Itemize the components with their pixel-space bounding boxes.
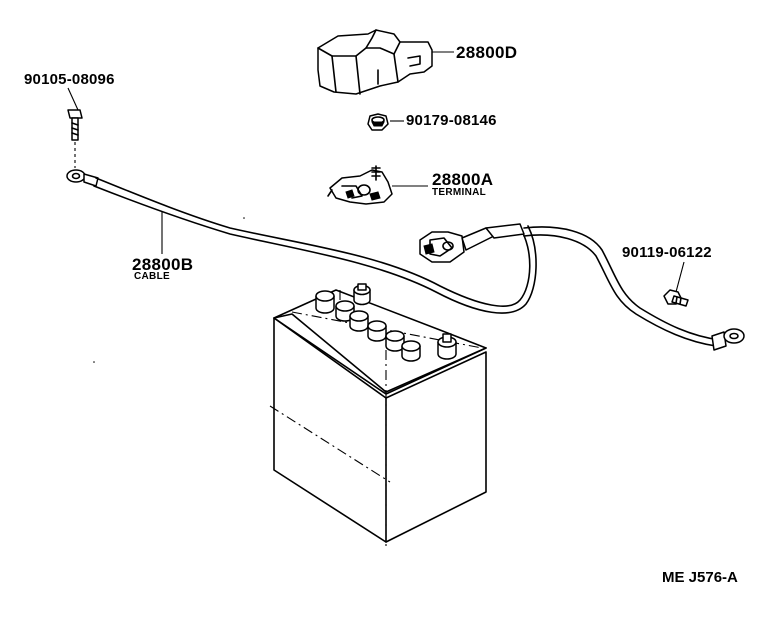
battery-part — [269, 283, 487, 548]
battery-post-negative — [315, 290, 335, 314]
battery-cap-1 — [353, 283, 371, 306]
label-28800b: 28800B — [132, 255, 194, 274]
label-90179-08146: 90179-08146 — [406, 112, 497, 129]
battery-cap-6 — [401, 340, 421, 362]
battery-post-positive — [437, 333, 457, 360]
label-terminal: TERMINAL — [432, 187, 487, 198]
label-cable: CABLE — [134, 271, 170, 282]
label-90119-06122: 90119-06122 — [622, 244, 712, 261]
label-90105-08096: 90105-08096 — [24, 71, 115, 88]
terminal-cover-part — [317, 29, 454, 95]
diagram-reference-code: ME J576-A — [662, 569, 738, 586]
bolt-part — [67, 87, 83, 168]
nut-part — [367, 113, 404, 131]
label-28800a: 28800A — [432, 170, 494, 189]
battery-cable-part — [66, 169, 745, 351]
terminal-clamp-part — [327, 165, 428, 205]
battery-cap-4 — [367, 320, 387, 342]
bolt-part-right — [663, 261, 689, 307]
label-28800d: 28800D — [456, 43, 518, 62]
battery-cap-3 — [349, 310, 369, 332]
